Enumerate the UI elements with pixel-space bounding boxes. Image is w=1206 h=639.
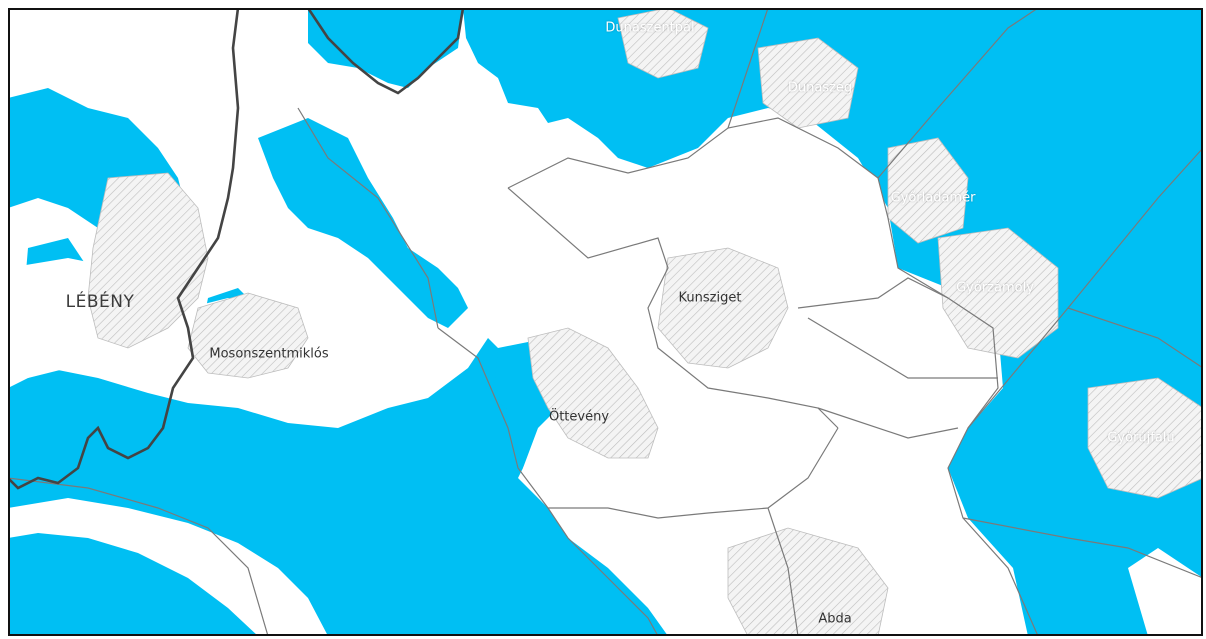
island-northwest <box>8 8 258 178</box>
place-label-gyorzamoly[interactable]: Győrzámoly <box>956 280 1034 296</box>
boundary-dunaszeg <box>727 8 1039 179</box>
settlement-gyorujfalu <box>1087 377 1203 499</box>
settlement-dunaszentpal <box>617 8 709 79</box>
boundary-kunsziget-east <box>797 277 998 439</box>
place-label-kunsziget[interactable]: Kunsziget <box>678 290 742 306</box>
place-label-gyorujfalu[interactable]: Győrújfalu <box>1107 430 1175 446</box>
boundary-abda <box>547 507 799 636</box>
place-label-lebeny[interactable]: LÉBÉNY <box>65 292 135 312</box>
place-label-ottevey[interactable]: Öttevény <box>548 409 610 425</box>
county-boundary <box>8 8 465 490</box>
place-label-dunaszeg[interactable]: Dunaszeg <box>787 80 853 96</box>
settlement-abda <box>727 527 889 636</box>
county-line-north <box>306 8 465 95</box>
settlement-mosonszentmiklos <box>187 292 309 379</box>
county-line-west <box>8 8 240 490</box>
place-label-abda[interactable]: Abda <box>818 611 852 627</box>
boundary-mosonszentmiklos <box>8 107 439 636</box>
settlement-areas <box>87 8 1203 636</box>
flood-map[interactable]: LÉBÉNY Mosonszentmiklós Kunsziget Öttevé… <box>8 8 1203 636</box>
boundary-szigetkoz <box>507 117 1039 636</box>
admin-boundaries <box>8 8 1203 636</box>
water-east <box>463 8 1203 636</box>
island-south-strip <box>8 498 328 636</box>
settlement-dunaszeg <box>757 37 859 129</box>
place-label-gyorladamer[interactable]: Győrladamér <box>890 190 976 206</box>
boundary-kunsziget-west <box>507 187 839 429</box>
boundary-ottevey-south <box>437 327 839 519</box>
place-label-dunaszentpal[interactable]: Dunaszentpál <box>605 20 695 36</box>
settlement-gyorzamoly <box>937 227 1059 359</box>
settlement-kunsziget <box>657 247 789 369</box>
island-szigetkoz <box>448 118 1018 636</box>
water-northwest <box>308 8 463 88</box>
boundary-east <box>962 147 1203 579</box>
water-central <box>258 118 468 328</box>
place-label-mosonszentmiklos[interactable]: Mosonszentmiklós <box>209 346 329 362</box>
settlement-ottevey <box>527 327 659 459</box>
settlement-lebeny <box>87 172 209 349</box>
map-canvas[interactable] <box>8 8 1203 636</box>
